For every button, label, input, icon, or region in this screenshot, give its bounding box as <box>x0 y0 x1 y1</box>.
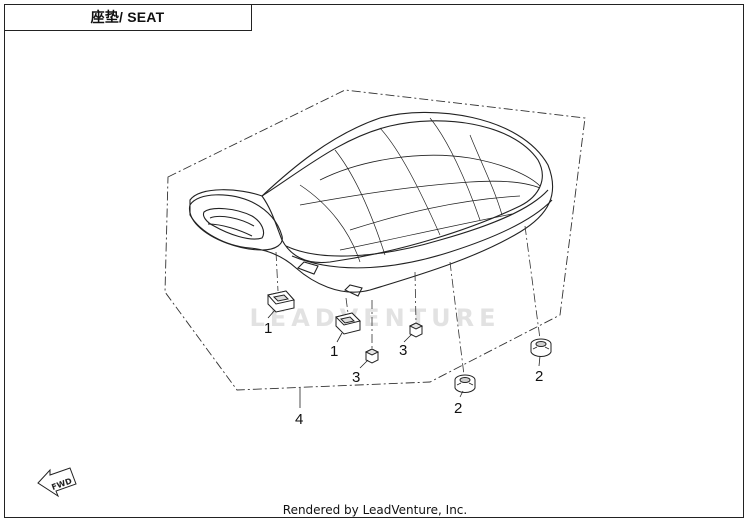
assembly-boundary <box>164 89 586 391</box>
callout-4: 4 <box>295 411 303 428</box>
rubber-mount-part-2a <box>454 374 476 393</box>
seat-cushion <box>188 111 554 297</box>
diagram-title: 座垫/ SEAT <box>90 9 165 25</box>
leader-lines <box>267 309 541 408</box>
rubber-mount-part-2b <box>530 338 552 357</box>
clip-part-1a <box>267 290 295 313</box>
title-box: 座垫/ SEAT <box>4 4 252 31</box>
fwd-arrow-icon: FWD <box>37 467 77 498</box>
grommet-part-3b <box>408 322 424 338</box>
credit-text: Rendered by LeadVenture, Inc. <box>282 503 468 517</box>
assembly-lines <box>275 225 541 376</box>
clip-part-1b <box>335 312 361 335</box>
callout-2a: 2 <box>454 400 462 417</box>
grommet-part-3a <box>364 348 380 364</box>
callout-1b: 1 <box>330 343 338 360</box>
diagram-frame <box>4 4 744 518</box>
callout-3b: 3 <box>399 342 407 359</box>
callout-3a: 3 <box>352 369 360 386</box>
callout-1a: 1 <box>264 320 272 337</box>
callout-2b: 2 <box>535 368 543 385</box>
